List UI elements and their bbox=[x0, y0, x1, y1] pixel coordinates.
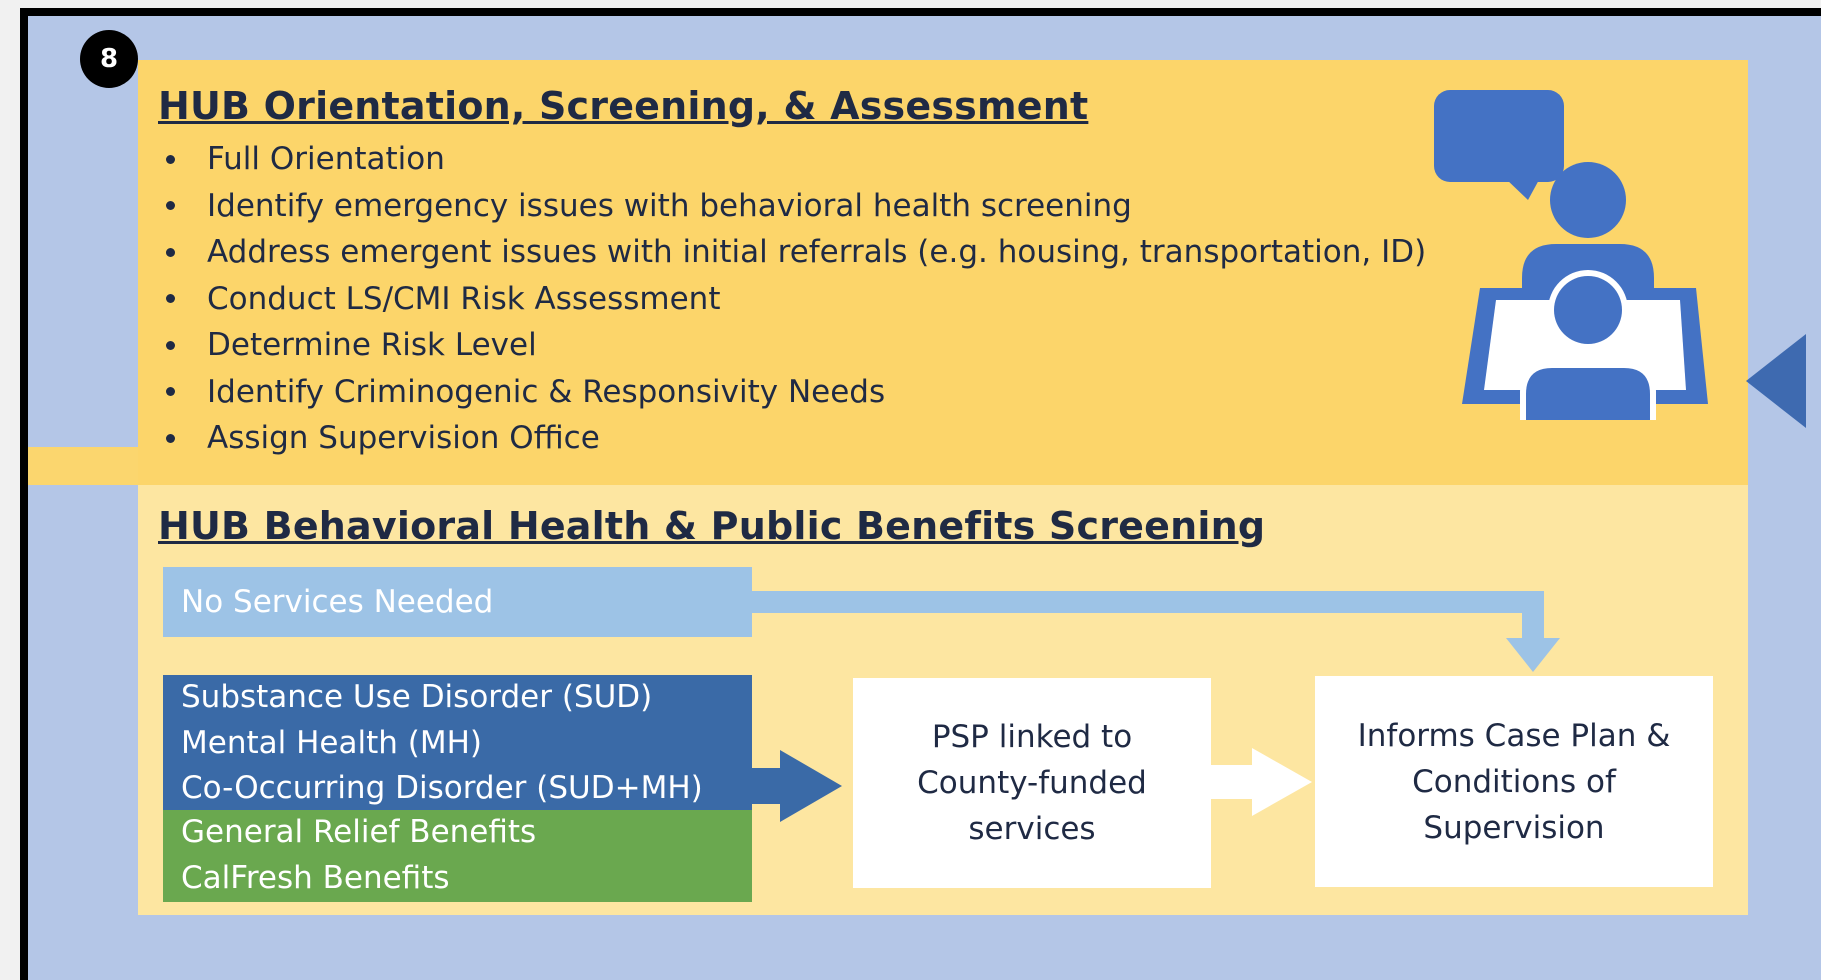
need-item: Substance Use Disorder (SUD) bbox=[181, 679, 653, 715]
bullet-dot-icon bbox=[166, 154, 175, 164]
bullet-item: Identify emergency issues with behaviora… bbox=[158, 183, 1426, 230]
need-item: Mental Health (MH) bbox=[181, 724, 482, 761]
bullet-item: Full Orientation bbox=[158, 136, 1426, 183]
two-people-meeting-icon bbox=[1434, 90, 1708, 420]
case-plan-box: Informs Case Plan & Conditions of Superv… bbox=[1315, 676, 1713, 887]
bullet-item: Determine Risk Level bbox=[158, 322, 1426, 369]
bullet-dot-icon bbox=[166, 294, 175, 304]
benefit-item: General Relief Benefits bbox=[181, 814, 537, 850]
orientation-title: HUB Orientation, Screening, & Assessment bbox=[158, 84, 1089, 128]
bullet-dot-icon bbox=[166, 201, 175, 211]
needs-to-psp-arrow bbox=[752, 750, 842, 822]
bullet-dot-icon bbox=[166, 247, 175, 257]
screening-title: HUB Behavioral Health & Public Benefits … bbox=[158, 504, 1266, 548]
bullet-item: Address emergent issues with initial ref… bbox=[158, 229, 1426, 276]
left-connector bbox=[28, 447, 148, 485]
behavioral-needs-box: Substance Use Disorder (SUD) Mental Heal… bbox=[163, 675, 752, 810]
psp-services-box: PSP linked to County-funded services bbox=[853, 678, 1211, 888]
bullet-dot-icon bbox=[166, 387, 175, 397]
bullet-dot-icon bbox=[166, 433, 175, 443]
bullet-item: Conduct LS/CMI Risk Assessment bbox=[158, 276, 1426, 323]
step-number-badge: 8 bbox=[80, 30, 138, 88]
bullet-item: Assign Supervision Office bbox=[158, 415, 1426, 462]
orientation-bullet-list: Full Orientation Identify emergency issu… bbox=[158, 136, 1426, 462]
bullet-item: Identify Criminogenic & Responsivity Nee… bbox=[158, 369, 1426, 416]
psp-to-caseplan-arrow bbox=[1211, 748, 1312, 816]
no-services-arrow bbox=[752, 591, 1560, 672]
arrow-left-icon bbox=[1746, 334, 1806, 428]
bullet-dot-icon bbox=[166, 340, 175, 350]
benefit-item: CalFresh Benefits bbox=[181, 859, 450, 896]
benefits-box: General Relief Benefits CalFresh Benefit… bbox=[163, 810, 752, 902]
need-item: Co-Occurring Disorder (SUD+MH) bbox=[181, 770, 703, 806]
no-services-needed-box: No Services Needed bbox=[163, 567, 752, 637]
